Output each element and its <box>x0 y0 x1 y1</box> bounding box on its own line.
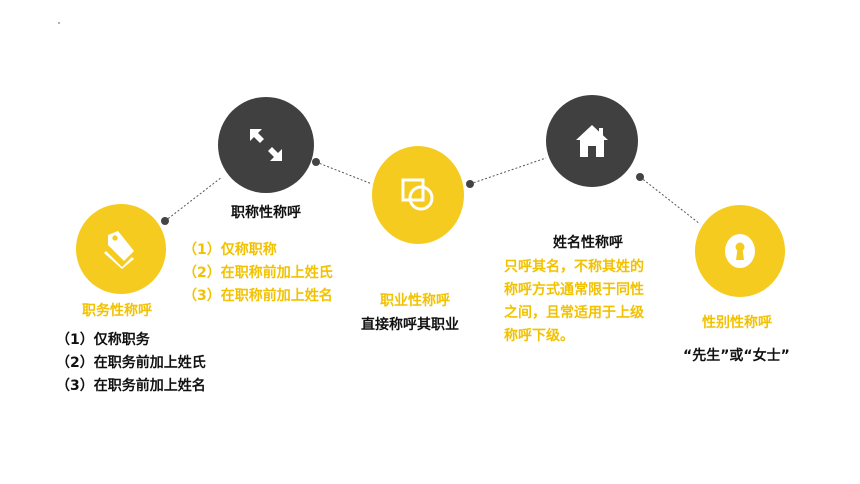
profession-label: 职业性称呼 <box>380 293 450 309</box>
profession-circle <box>372 146 464 244</box>
gender-title-label: 性别性称呼 <box>702 315 772 331</box>
tag-icon <box>104 231 134 269</box>
list-item: （2）在职务前加上姓氏 <box>56 355 206 371</box>
name-title-desc: 只呼其名，不称其姓的 称呼方式通常限于同性 之间，且常适用于上级 称呼下级。 <box>504 256 644 348</box>
job-title-list: （1）仅称职务 （2）在职务前加上姓氏 （3）在职务前加上姓名 <box>56 329 206 398</box>
expand-arrows-icon <box>250 129 282 161</box>
decor-dot <box>58 22 60 24</box>
home-icon <box>576 125 608 157</box>
job-title-circle <box>76 204 166 294</box>
keyhole-icon <box>725 234 755 268</box>
desc-line: 称呼方式通常限于同性 <box>504 282 644 298</box>
list-item: （2）在职称前加上姓氏 <box>183 265 333 281</box>
profession-desc: 直接称呼其职业 <box>361 317 459 333</box>
job-title-label: 职务性称呼 <box>82 303 152 319</box>
rank-title-list: （1）仅称职称 （2）在职称前加上姓氏 （3）在职称前加上姓名 <box>183 239 333 308</box>
gender-title-circle <box>695 205 785 297</box>
desc-line: 只呼其名，不称其姓的 <box>504 259 644 275</box>
list-item: （1）仅称职务 <box>56 332 150 348</box>
rank-title-circle <box>218 97 314 193</box>
name-title-label: 姓名性称呼 <box>553 235 623 251</box>
rank-title-label: 职称性称呼 <box>231 205 301 221</box>
list-item: （3）在职称前加上姓名 <box>183 288 333 304</box>
shapes-icon <box>401 178 434 211</box>
list-item: （3）在职务前加上姓名 <box>56 378 206 394</box>
desc-line: 之间，且常适用于上级 <box>504 305 644 321</box>
name-title-circle <box>546 95 638 187</box>
desc-line: 称呼下级。 <box>504 328 574 344</box>
gender-title-desc: “先生”或“女士” <box>683 348 790 364</box>
list-item: （1）仅称职称 <box>183 242 277 258</box>
